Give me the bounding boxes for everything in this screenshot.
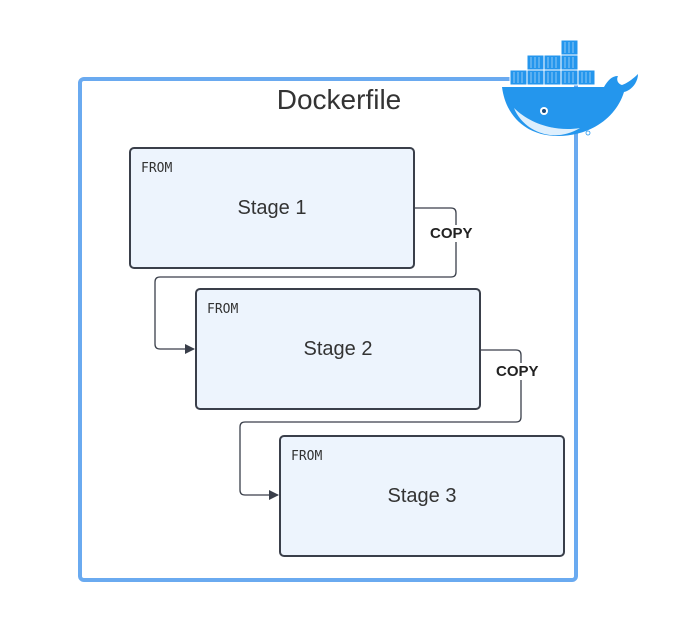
diagram-title: Dockerfile bbox=[276, 84, 402, 115]
dockerfile-container bbox=[78, 77, 578, 582]
docker-whale-icon bbox=[502, 39, 638, 136]
copy-label-1: COPY bbox=[430, 225, 473, 242]
stage-1-box: FROM Stage 1 bbox=[129, 147, 415, 269]
copy-label-2: COPY bbox=[496, 363, 539, 380]
stage-3-label: Stage 3 bbox=[387, 485, 457, 507]
stage-2-box: FROM Stage 2 bbox=[195, 288, 481, 410]
stage-3-from-keyword: FROM bbox=[291, 449, 323, 464]
stage-3-box: FROM Stage 3 bbox=[279, 435, 565, 557]
stage-2-from-keyword: FROM bbox=[207, 302, 239, 317]
stage-1-from-keyword: FROM bbox=[141, 161, 173, 176]
stage-2-label: Stage 2 bbox=[303, 338, 373, 360]
copy-connector-2 bbox=[239, 349, 522, 500]
stage-1-label: Stage 1 bbox=[237, 197, 307, 219]
copy-connector-1 bbox=[154, 207, 457, 354]
